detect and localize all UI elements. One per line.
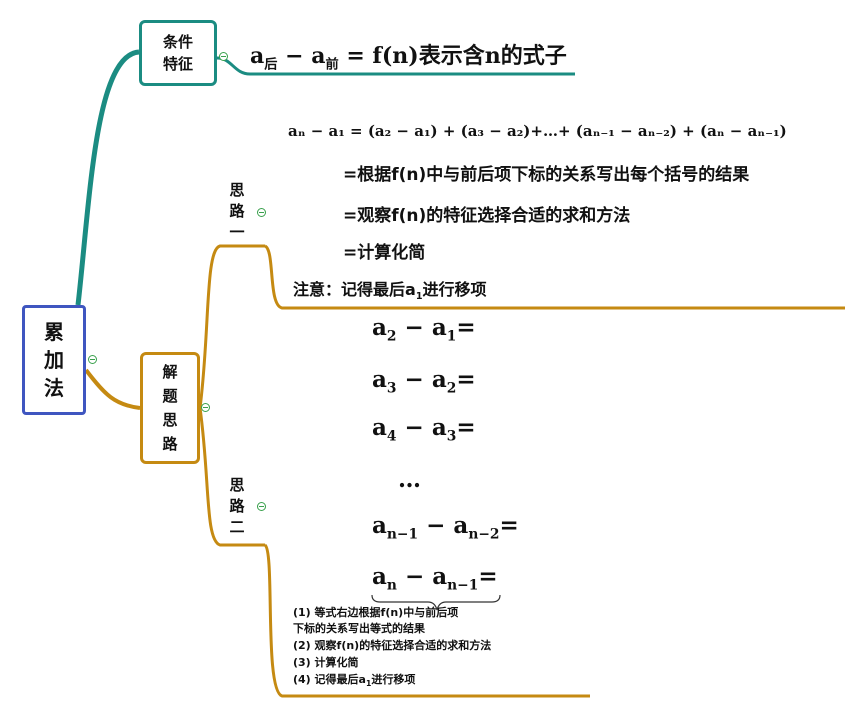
equation-row: a2 − a1=: [372, 314, 476, 345]
collapse-toggle-icon[interactable]: [257, 208, 266, 217]
branch-method-line-1: 解: [162, 363, 178, 381]
collapse-toggle-icon[interactable]: [257, 502, 266, 511]
branch-method-line-3: 思: [162, 411, 178, 429]
idea2-label[interactable]: 思路二: [229, 476, 245, 536]
idea1-sum-formula: aₙ − a₁ = (a₂ − a₁) + (a₃ − a₂)+…+ (aₙ₋₁…: [288, 122, 787, 140]
branch-feature-node[interactable]: 条件 特征: [139, 20, 217, 86]
idea1-note: 注意：记得最后a1进行移项: [293, 280, 487, 303]
idea1-step-1: =根据f(n)中与前后项下标的关系写出每个括号的结果: [343, 165, 750, 185]
branch-method-line-2: 题: [162, 387, 178, 405]
idea1-label[interactable]: 思路一: [229, 181, 245, 241]
feature-formula: a后 − a前 = f(n)表示含n的式子: [250, 43, 567, 73]
idea2-note-4: (4) 记得最后a1进行移项: [293, 673, 416, 689]
root-label-2: 加: [44, 348, 64, 372]
idea2-note-2: (2) 观察f(n)的特征选择合适的求和方法: [293, 639, 492, 652]
idea2-note-3: (3) 计算化简: [293, 656, 359, 669]
equation-row: an − an−1=: [372, 563, 498, 594]
equation-row: a3 − a2=: [372, 366, 476, 397]
collapse-toggle-icon[interactable]: [219, 52, 228, 61]
collapse-toggle-icon[interactable]: [201, 403, 210, 412]
root-node[interactable]: 累 加 法: [22, 305, 86, 415]
root-label-1: 累: [44, 320, 64, 344]
branch-feature-line-1: 条件: [162, 33, 193, 51]
branch-method-node[interactable]: 解 题 思 路: [140, 352, 200, 464]
branch-feature-line-2: 特征: [162, 55, 193, 73]
idea2-note-1: (1) 等式右边根据f(n)中与前后项: [293, 606, 459, 619]
idea2-note-1b: 下标的关系写出等式的结果: [293, 622, 425, 635]
root-label-3: 法: [44, 376, 64, 400]
equation-row: an−1 − an−2=: [372, 512, 519, 543]
equation-row: a4 − a3=: [372, 414, 476, 445]
equation-ellipsis: …: [398, 466, 421, 493]
branch-method-line-4: 路: [162, 435, 178, 453]
collapse-toggle-icon[interactable]: [88, 355, 97, 364]
idea1-step-3: =计算化简: [343, 243, 426, 263]
idea1-step-2: =观察f(n)的特征选择合适的求和方法: [343, 206, 631, 226]
